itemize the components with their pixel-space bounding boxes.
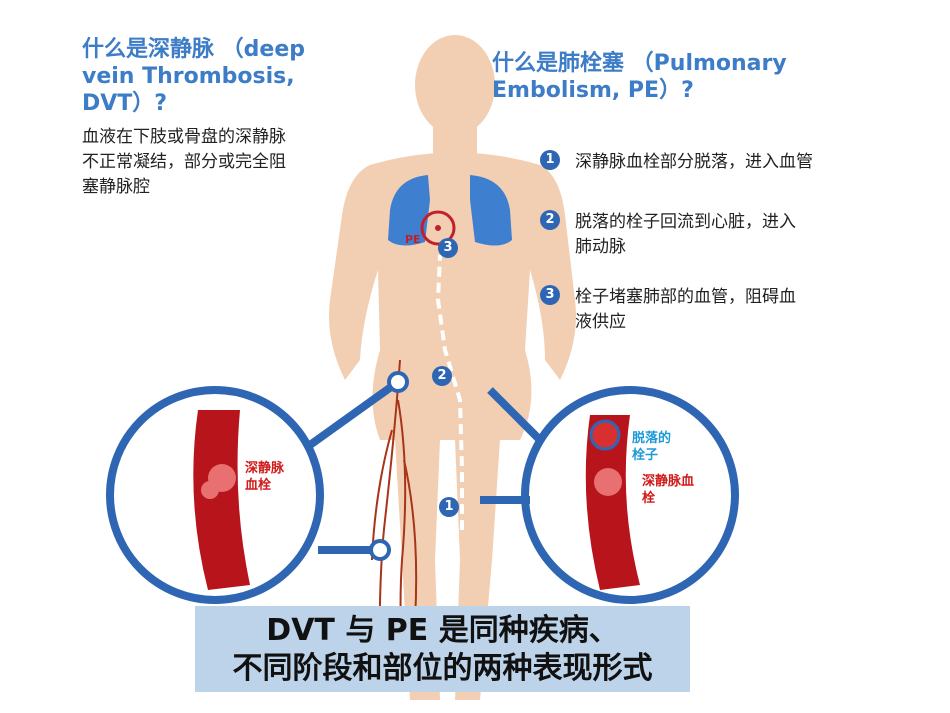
- pe-step-3: 3 栓子堵塞肺部的血管，阻碍血 液供应: [540, 285, 900, 335]
- pe-step-1: 1 深静脉血栓部分脱落，进入血管: [540, 150, 900, 175]
- right-zoom-circle: [521, 386, 739, 604]
- marker-1: 1: [439, 497, 459, 517]
- connectors: [307, 378, 543, 554]
- marker-3: 3: [438, 238, 458, 258]
- right-zoom-detached-label: 脱落的 栓子: [632, 431, 672, 463]
- step-number-badge: 1: [540, 150, 560, 170]
- marker-2: 2: [432, 366, 452, 386]
- dvt-title: 什么是深静脉 （deep vein Thrombosis, DVT）?: [82, 37, 305, 116]
- summary-banner: DVT 与 PE 是同种疾病、 不同阶段和部位的两种表现形式: [195, 606, 690, 692]
- right-zoom-dvt-label: 深静脉血 栓: [642, 474, 695, 506]
- left-zoom-label: 深静脉 血栓: [245, 461, 285, 493]
- human-body-silhouette: [329, 35, 576, 700]
- pe-step-2: 2 脱落的栓子回流到心脏，进入 肺动脉: [540, 210, 900, 260]
- lungs: [388, 175, 512, 246]
- dvt-description: 血液在下肢或骨盘的深静脉 不正常凝结，部分或完全阻 塞静脉腔: [82, 127, 286, 197]
- clot-path: [435, 254, 464, 530]
- step-number-badge: 3: [540, 285, 560, 305]
- left-zoom-circle: [106, 386, 324, 604]
- pe-title: 什么是肺栓塞 （Pulmonary Embolism, PE）?: [492, 51, 787, 103]
- pe-label: PE: [405, 233, 421, 246]
- step-number-badge: 2: [540, 210, 560, 230]
